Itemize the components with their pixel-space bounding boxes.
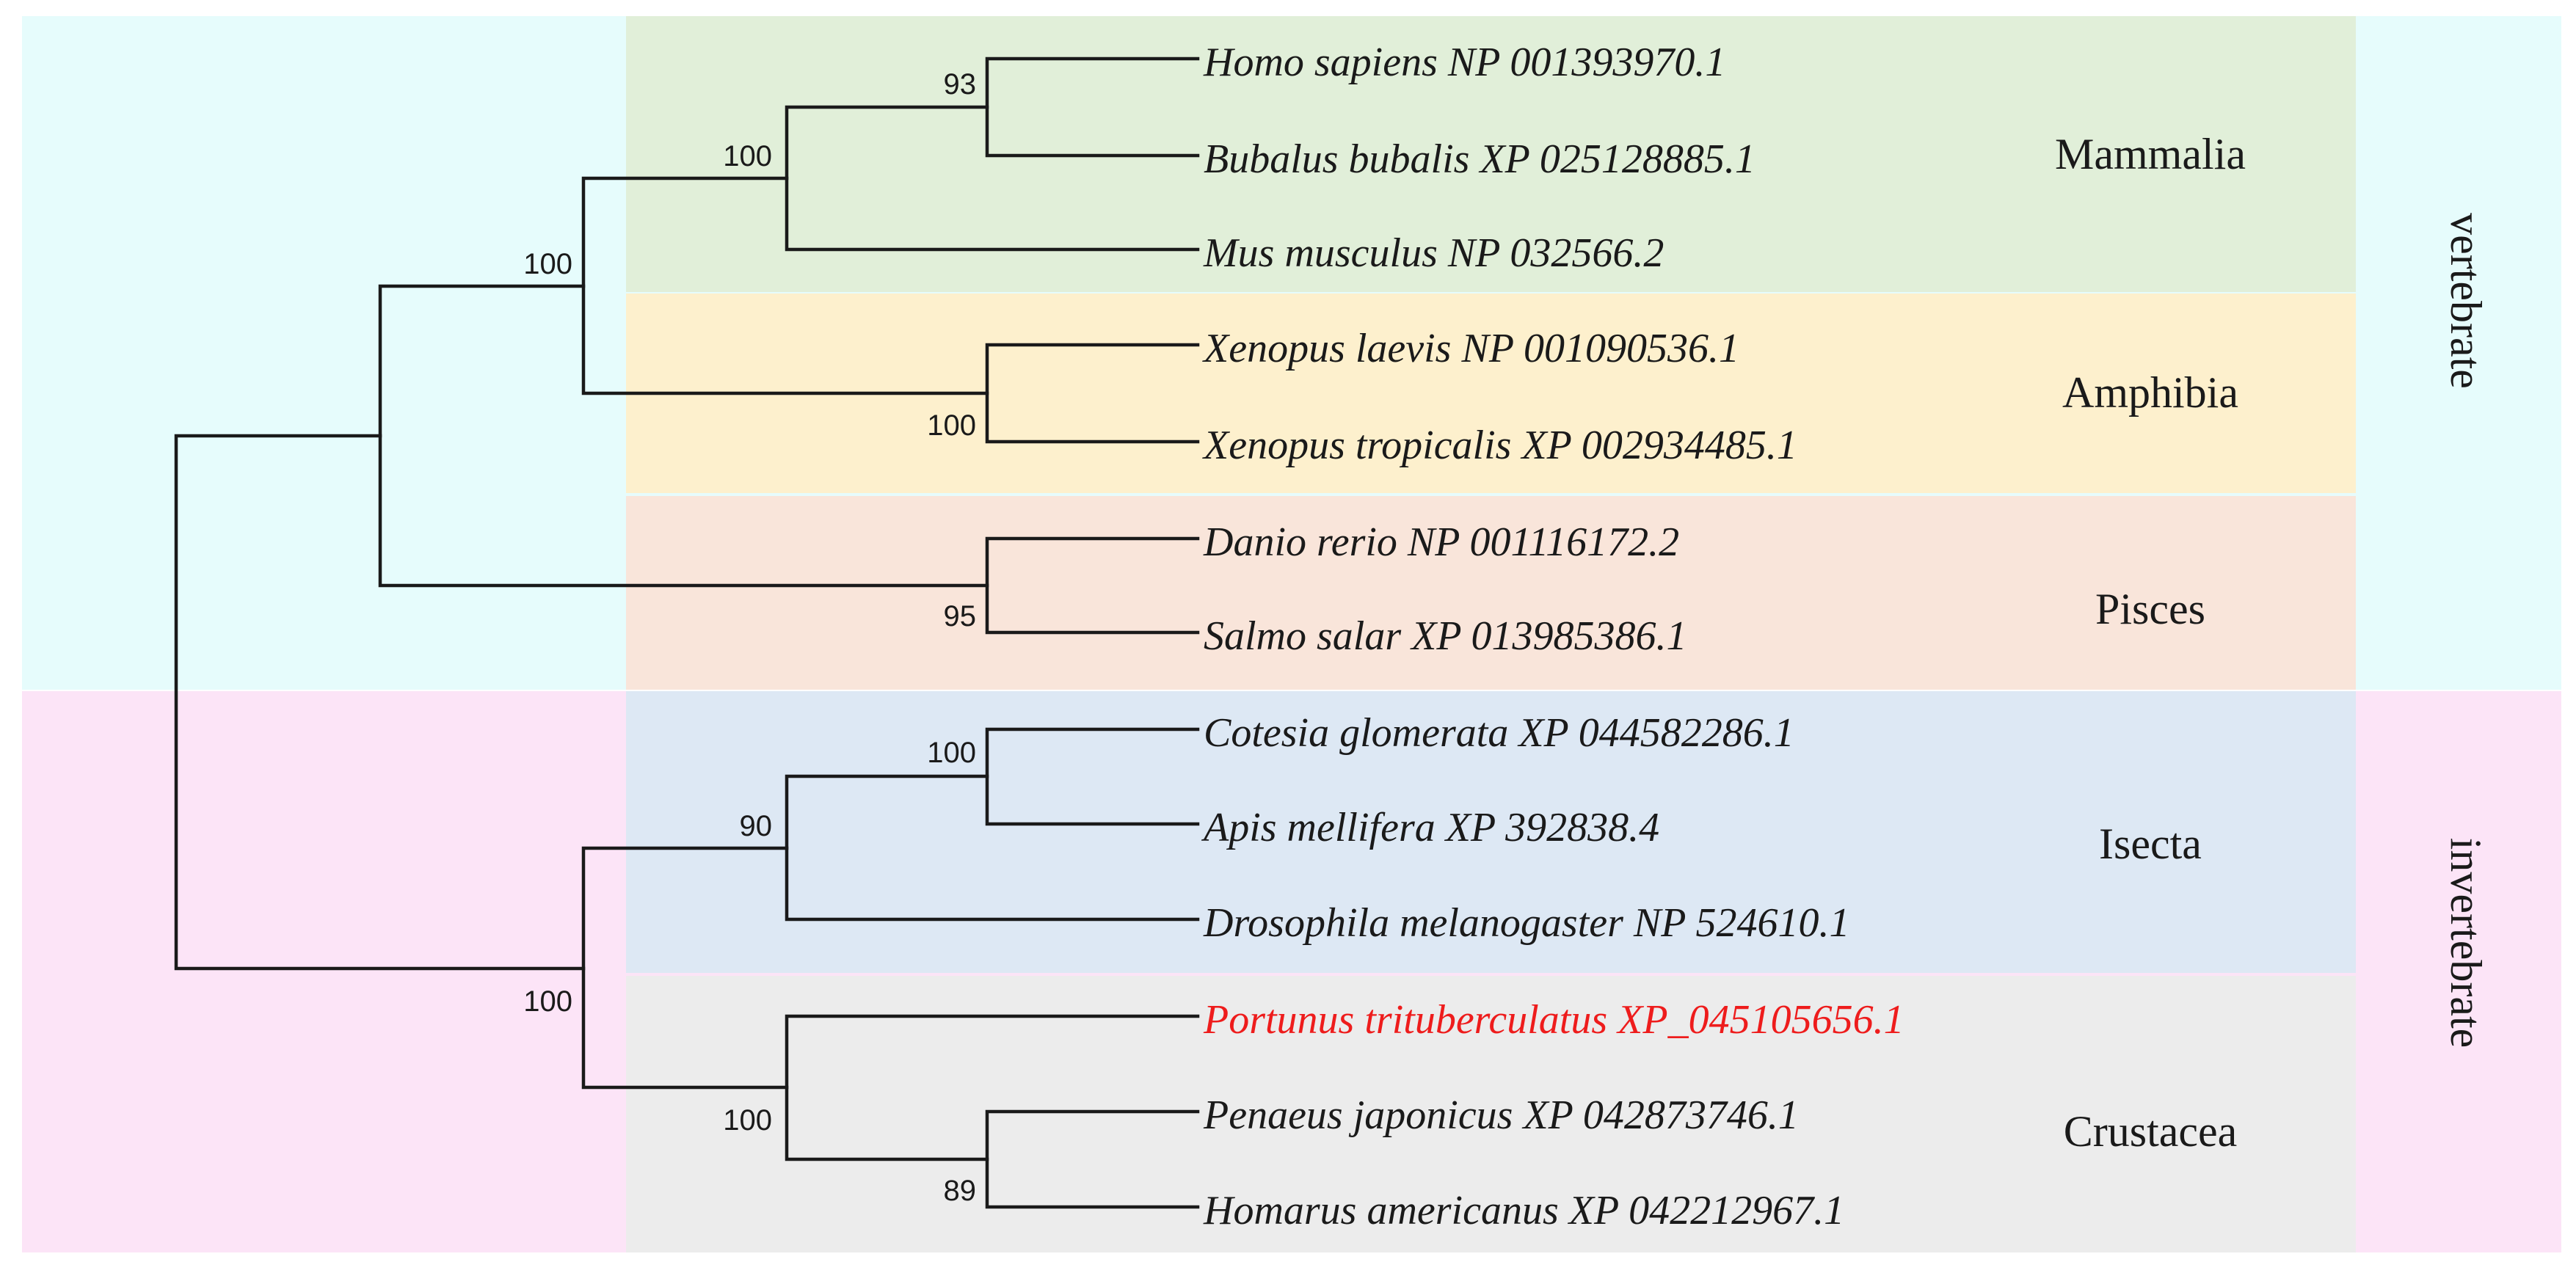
clade-label-pisces: Pisces <box>2095 585 2205 633</box>
support-value: 89 <box>944 1175 977 1207</box>
support-value: 100 <box>927 737 976 769</box>
leaf-label: Drosophila melanogaster NP 524610.1 <box>1203 900 1849 946</box>
clade-background-crustacea <box>626 976 2356 1252</box>
leaf-label: Bubalus bubalis XP 025128885.1 <box>1204 136 1755 182</box>
leaf-label: Salmo salar XP 013985386.1 <box>1204 613 1687 659</box>
support-value: 93 <box>944 68 977 101</box>
leaf-label: Homo sapiens NP 001393970.1 <box>1203 40 1725 85</box>
support-value: 100 <box>723 140 772 172</box>
group-label-invertebrate: invertebrate <box>2442 838 2490 1048</box>
leaf-label: Xenopus tropicalis XP 002934485.1 <box>1202 423 1797 468</box>
support-value: 100 <box>927 409 976 442</box>
leaf-label: Cotesia glomerata XP 044582286.1 <box>1204 710 1794 756</box>
support-value: 100 <box>523 985 572 1018</box>
leaf-label: Apis mellifera XP 392838.4 <box>1201 805 1659 850</box>
clade-background-isecta <box>626 691 2356 973</box>
clade-label-mammalia: Mammalia <box>2055 130 2246 178</box>
leaf-label: Homarus americanus XP 042212967.1 <box>1203 1188 1844 1233</box>
leaf-label: Danio rerio NP 001116172.2 <box>1203 519 1679 565</box>
clade-background-pisces <box>626 496 2356 690</box>
clade-background-mammalia <box>626 16 2356 292</box>
clade-label-crustacea: Crustacea <box>2064 1107 2238 1156</box>
leaf-label-highlighted: Portunus trituberculatus XP_045105656.1 <box>1203 997 1904 1043</box>
group-label-vertebrate: vertebrate <box>2442 213 2490 389</box>
clade-label-isecta: Isecta <box>2099 820 2202 868</box>
support-value: 95 <box>944 600 977 632</box>
leaf-label: Xenopus laevis NP 001090536.1 <box>1202 326 1739 371</box>
tree-branches <box>174 56 1200 1209</box>
support-value: 100 <box>523 248 572 280</box>
support-value: 100 <box>723 1104 772 1137</box>
branch-root <box>174 434 586 971</box>
clade-label-amphibia: Amphibia <box>2062 368 2238 417</box>
support-value: 90 <box>740 810 773 842</box>
leaf-label: Mus musculus NP 032566.2 <box>1203 230 1664 276</box>
leaf-label: Penaeus japonicus XP 042873746.1 <box>1203 1093 1799 1138</box>
